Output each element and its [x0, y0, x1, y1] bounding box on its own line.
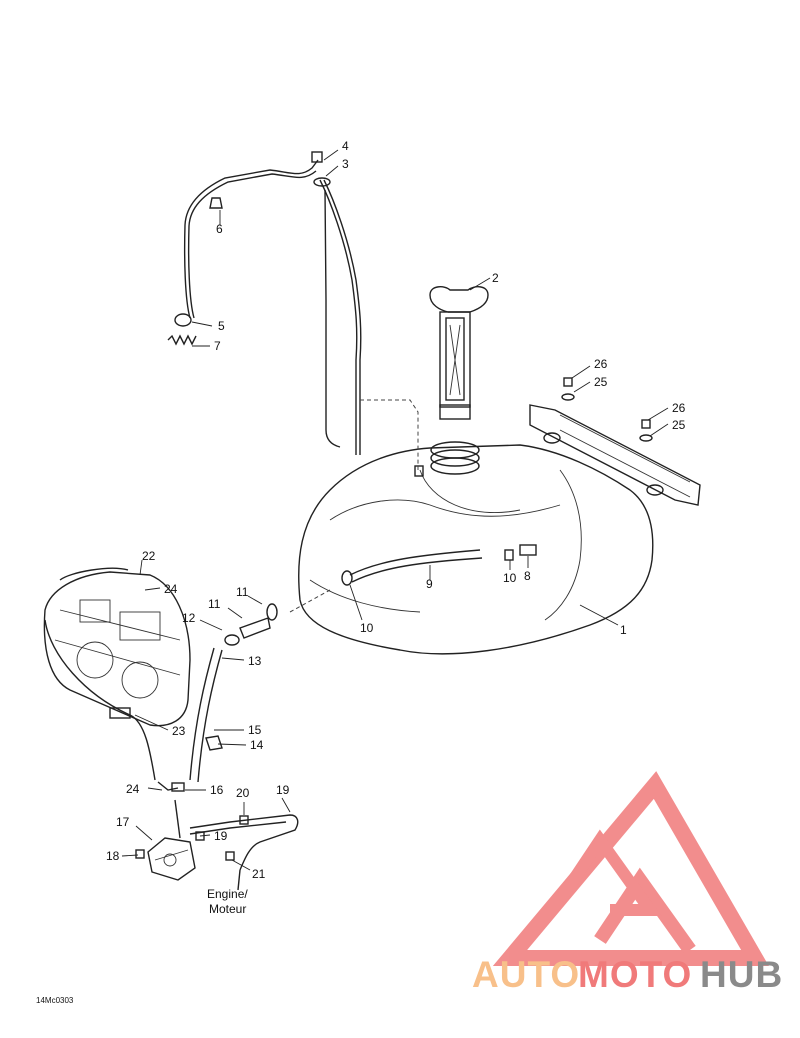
vent-hose-assembly: [167, 151, 362, 455]
callout-11: 11: [208, 597, 221, 611]
wordmark-auto: AUTO: [472, 954, 580, 995]
grommet-part: [313, 177, 331, 187]
spring-part: [167, 334, 197, 346]
callout-8: 8: [524, 569, 531, 583]
callout-22: 22: [142, 549, 156, 563]
engine-label-line2: Moteur: [209, 902, 246, 916]
callout-24-lower: 24: [126, 782, 140, 796]
outlet-fittings: [224, 603, 278, 646]
callout-20: 19: [276, 783, 290, 797]
fuel-pump: [135, 735, 299, 891]
callout-17: 16: [210, 783, 224, 797]
nut-part: [641, 419, 651, 429]
callout-5: 5: [218, 319, 225, 333]
callout-16: 15: [248, 723, 262, 737]
callout-19-left: 18: [106, 849, 120, 863]
callout-7: 7: [214, 339, 221, 353]
mounting-bracket: [529, 377, 701, 506]
fuel-tank: [298, 441, 654, 655]
vent-fitting: [311, 151, 323, 163]
wordmark-moto: MOTO: [578, 954, 692, 995]
automotohub-logo-mark: [492, 771, 769, 966]
callout-26-upper: 26: [594, 357, 608, 371]
figure-code: 14Mc0303: [36, 996, 74, 1005]
engine-block: [43, 567, 191, 781]
callout-21-upper: 20: [236, 786, 250, 800]
callout-9: 9: [426, 577, 433, 591]
callout-24-upper: 24: [164, 582, 178, 596]
callout-21-lower: 21: [252, 867, 266, 881]
hose-loop-end: [174, 313, 192, 327]
callout-6: 6: [216, 222, 223, 236]
callout-1: 1: [620, 623, 627, 637]
callout-15: 14: [250, 738, 264, 752]
callout-23: 23: [172, 724, 186, 738]
callout-19-right: 19: [214, 829, 228, 843]
nut-part: [563, 377, 573, 387]
washer-part: [561, 393, 575, 401]
automotohub-wordmark: AUTO MOTO HUB: [472, 954, 783, 995]
fuel-cap-gauge: [429, 286, 489, 420]
callout-4: 4: [342, 139, 349, 153]
callout-3: 3: [342, 157, 349, 171]
leader-lines: [121, 149, 669, 871]
washer-part: [639, 434, 653, 442]
callout-labels: 4 3 2 6 5 7 26 25 26 25 1 9 10 8 10 11 1…: [106, 139, 686, 881]
callout-10-right: 10: [503, 571, 517, 585]
engine-direction-label: Engine/ Moteur: [207, 887, 248, 916]
engine-label-line1: Engine/: [207, 887, 248, 901]
callout-10-left: 10: [360, 621, 374, 635]
clamp-part: [205, 735, 223, 751]
callout-14: 13: [248, 654, 262, 668]
callout-2: 2: [492, 271, 499, 285]
callout-18: 17: [116, 815, 130, 829]
wordmark-hub: HUB: [700, 954, 783, 995]
clip-part: [209, 197, 223, 209]
callout-26-lower: 26: [672, 401, 686, 415]
callout-25-upper: 25: [594, 375, 608, 389]
callout-25-lower: 25: [672, 418, 686, 432]
callout-13: 12: [182, 611, 196, 625]
callout-12: 11: [236, 585, 249, 599]
